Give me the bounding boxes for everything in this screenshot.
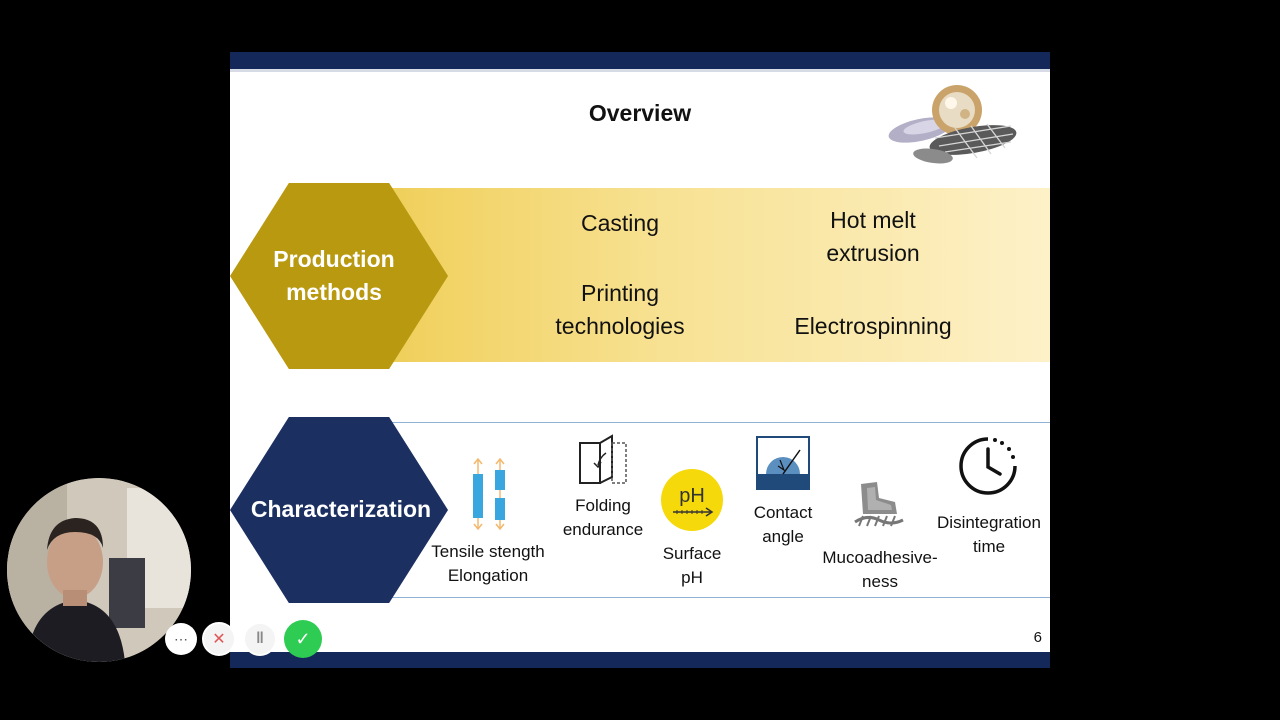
slide-footer-bar — [230, 652, 1050, 668]
presenter-video-frame — [7, 478, 191, 662]
slide-page-number: 6 — [1033, 629, 1042, 646]
method-electrospinning: Electrospinning — [794, 313, 952, 339]
checkmark-icon: ✓ — [295, 628, 311, 649]
tensile-strips-icon — [473, 458, 505, 530]
ph-icon: pH — [661, 469, 723, 531]
presenter-webcam — [7, 478, 191, 662]
folding-endurance-label: Folding endurance — [562, 496, 644, 539]
mucoadhesion-icon — [854, 482, 904, 527]
svg-text:pH: pH — [679, 485, 705, 507]
contact-angle-label: Contact angle — [753, 503, 813, 546]
contact-angle-icon — [756, 436, 810, 490]
cancel-recording-button[interactable]: ✕ — [202, 622, 236, 656]
close-icon: ✕ — [212, 631, 226, 648]
slide-header-bar — [230, 52, 1050, 69]
slide-title: Overview — [588, 100, 692, 126]
method-printing-technologies: Printing technologies — [555, 280, 685, 339]
pause-recording-button[interactable]: ‖ — [243, 622, 277, 656]
method-casting: Casting — [581, 210, 659, 236]
presentation-slide: Overview Production methods Casting Hot … — [230, 52, 1050, 668]
characterization-band — [390, 422, 1050, 598]
production-methods-band — [390, 188, 1050, 362]
more-options-icon: ⋯ — [174, 630, 188, 647]
slide-header-line — [230, 69, 1050, 72]
tensile-label: Tensile stength Elongation — [431, 542, 545, 585]
method-hot-melt-extrusion: Hot melt extrusion — [826, 207, 920, 266]
surface-ph-label: Surface pH — [662, 544, 722, 587]
characterization-heading: Characterization — [250, 496, 432, 522]
production-heading-line1: Production — [273, 246, 395, 272]
disintegration-time-label: Disintegration time — [937, 513, 1041, 556]
clock-icon — [959, 437, 1017, 495]
finish-recording-button[interactable]: ✓ — [284, 620, 322, 658]
pause-icon: ‖ — [256, 630, 264, 647]
more-options-button[interactable]: ⋯ — [165, 623, 197, 655]
production-heading-line2: methods — [286, 279, 382, 305]
folding-paper-icon — [579, 434, 627, 484]
mucoadhesiveness-label: Mucoadhesive- ness — [822, 548, 938, 591]
film-collage-image — [888, 85, 1017, 164]
